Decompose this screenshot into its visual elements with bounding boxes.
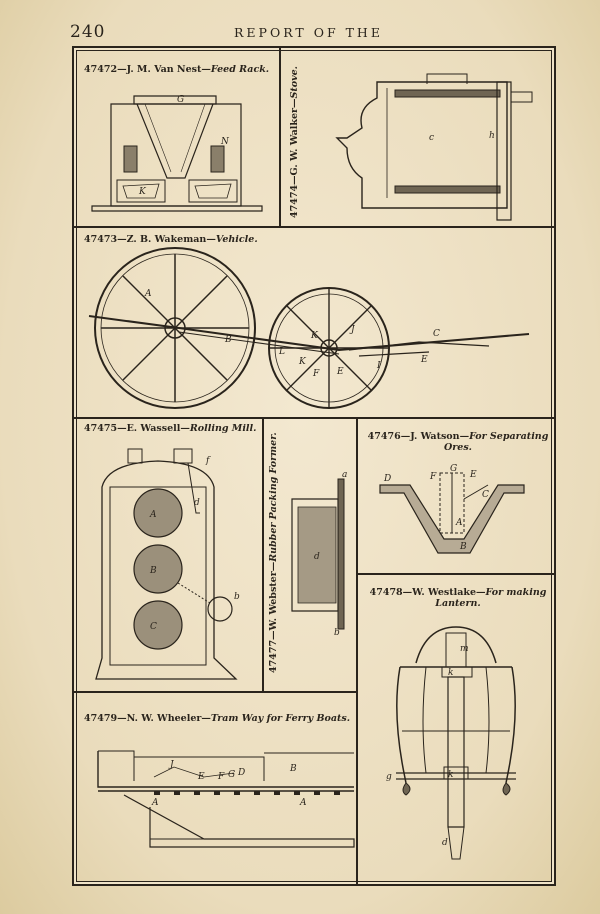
label-A: A <box>455 518 463 528</box>
label-d: d <box>314 552 320 562</box>
stove-drawing: c h <box>307 68 547 218</box>
label-G: G <box>450 464 457 474</box>
label-G: G <box>177 95 184 105</box>
divider-row1 <box>74 226 554 228</box>
caption-packing-former: 47477—W. Webster—Rubber Packing Former. <box>268 432 279 673</box>
label-D: D <box>383 474 391 484</box>
caption-tramway: 47479—N. W. Wheeler—Tram Way for Ferry B… <box>84 713 351 724</box>
plate-frame: 47472—J. M. Van Nest—Feed Rack. G N K <box>72 46 556 886</box>
page-number: 240 <box>70 22 106 42</box>
feed-rack-drawing: G N K <box>89 95 269 218</box>
panel-ores: 47476—J. Watson—For Separating Ores. F G… <box>356 417 554 573</box>
label-f: f <box>205 456 211 466</box>
label-E: E <box>197 772 205 782</box>
label-L: L <box>278 347 285 357</box>
label-C: C <box>150 622 157 632</box>
label-A: A <box>149 510 157 520</box>
label-d: d <box>442 838 448 848</box>
label-k1: k <box>448 668 453 678</box>
caption-lantern: 47478—W. Westlake—For making Lantern. <box>369 587 547 609</box>
label-J: J <box>168 760 175 770</box>
divider-mill-former <box>262 417 264 691</box>
label-E: E <box>469 470 477 480</box>
label-b: b <box>234 592 240 602</box>
label-A1: A <box>151 798 159 808</box>
label-B: B <box>459 542 467 552</box>
caption-vehicle: 47473—Z. B. Wakeman—Vehicle. <box>84 234 258 245</box>
label-B: B <box>149 566 157 576</box>
label-E2: E <box>420 355 428 365</box>
tramway-drawing: J E F G D B A A <box>94 747 356 857</box>
packing-former-drawing: a d b <box>286 470 347 638</box>
page-header: 240 REPORT OF THE <box>70 22 560 44</box>
label-b: b <box>334 628 340 638</box>
label-c: c <box>429 133 434 143</box>
panel-packing-former: 47477—W. Webster—Rubber Packing Former. … <box>262 417 356 691</box>
panel-tramway: 47479—N. W. Wheeler—Tram Way for Ferry B… <box>74 691 356 884</box>
label-C: C <box>433 329 440 339</box>
caption-rolling-mill: 47475—E. Wassell—Rolling Mill. <box>84 423 257 434</box>
caption-stove: 47474—G. W. Walker—Stove. <box>289 66 300 218</box>
divider-row3-left <box>74 691 356 693</box>
ores-drawing: F G E D A C B <box>378 464 528 569</box>
label-B: B <box>224 335 232 345</box>
divider-former-right <box>356 417 358 884</box>
label-d: d <box>194 498 200 508</box>
label-J: J <box>349 325 356 335</box>
vehicle-drawing: A B K J C L K F E E I <box>89 246 539 416</box>
lantern-drawing: m k g k d <box>386 623 516 873</box>
label-D: D <box>237 768 245 778</box>
label-A2: A <box>299 798 307 808</box>
label-g: g <box>386 772 392 782</box>
label-F: F <box>217 772 225 782</box>
label-K1: K <box>310 331 319 341</box>
panel-rolling-mill: 47475—E. Wassell—Rolling Mill. f A d B b… <box>74 417 262 691</box>
label-G: G <box>228 770 235 780</box>
label-I: I <box>376 361 381 371</box>
label-C: C <box>482 490 489 500</box>
caption-ores: 47476—J. Watson—For Separating Ores. <box>367 431 549 453</box>
label-K2: K <box>298 357 307 367</box>
rolling-mill-drawing: f A d B b C <box>88 443 240 688</box>
divider-ores-lantern <box>356 573 554 575</box>
divider-row2 <box>74 417 554 419</box>
label-F: F <box>429 472 437 482</box>
panel-stove: 47474—G. W. Walker—Stove. c h <box>279 48 554 226</box>
label-K: K <box>138 187 147 197</box>
running-title: REPORT OF THE <box>234 25 383 40</box>
label-F: F <box>312 369 320 379</box>
label-m: m <box>460 644 469 654</box>
label-k2: k <box>448 770 453 780</box>
label-N: N <box>220 137 230 147</box>
label-E1: E <box>336 367 344 377</box>
panel-vehicle: 47473—Z. B. Wakeman—Vehicle. <box>74 226 554 417</box>
caption-feed-rack: 47472—J. M. Van Nest—Feed Rack. <box>84 64 270 75</box>
panel-feed-rack: 47472—J. M. Van Nest—Feed Rack. G N K <box>74 48 279 226</box>
label-a: a <box>342 470 347 480</box>
label-B: B <box>289 764 297 774</box>
label-h: h <box>489 131 495 141</box>
label-A: A <box>144 289 152 299</box>
divider-feedrack-stove <box>279 48 281 226</box>
panel-lantern: 47478—W. Westlake—For making Lantern. m … <box>356 573 554 884</box>
